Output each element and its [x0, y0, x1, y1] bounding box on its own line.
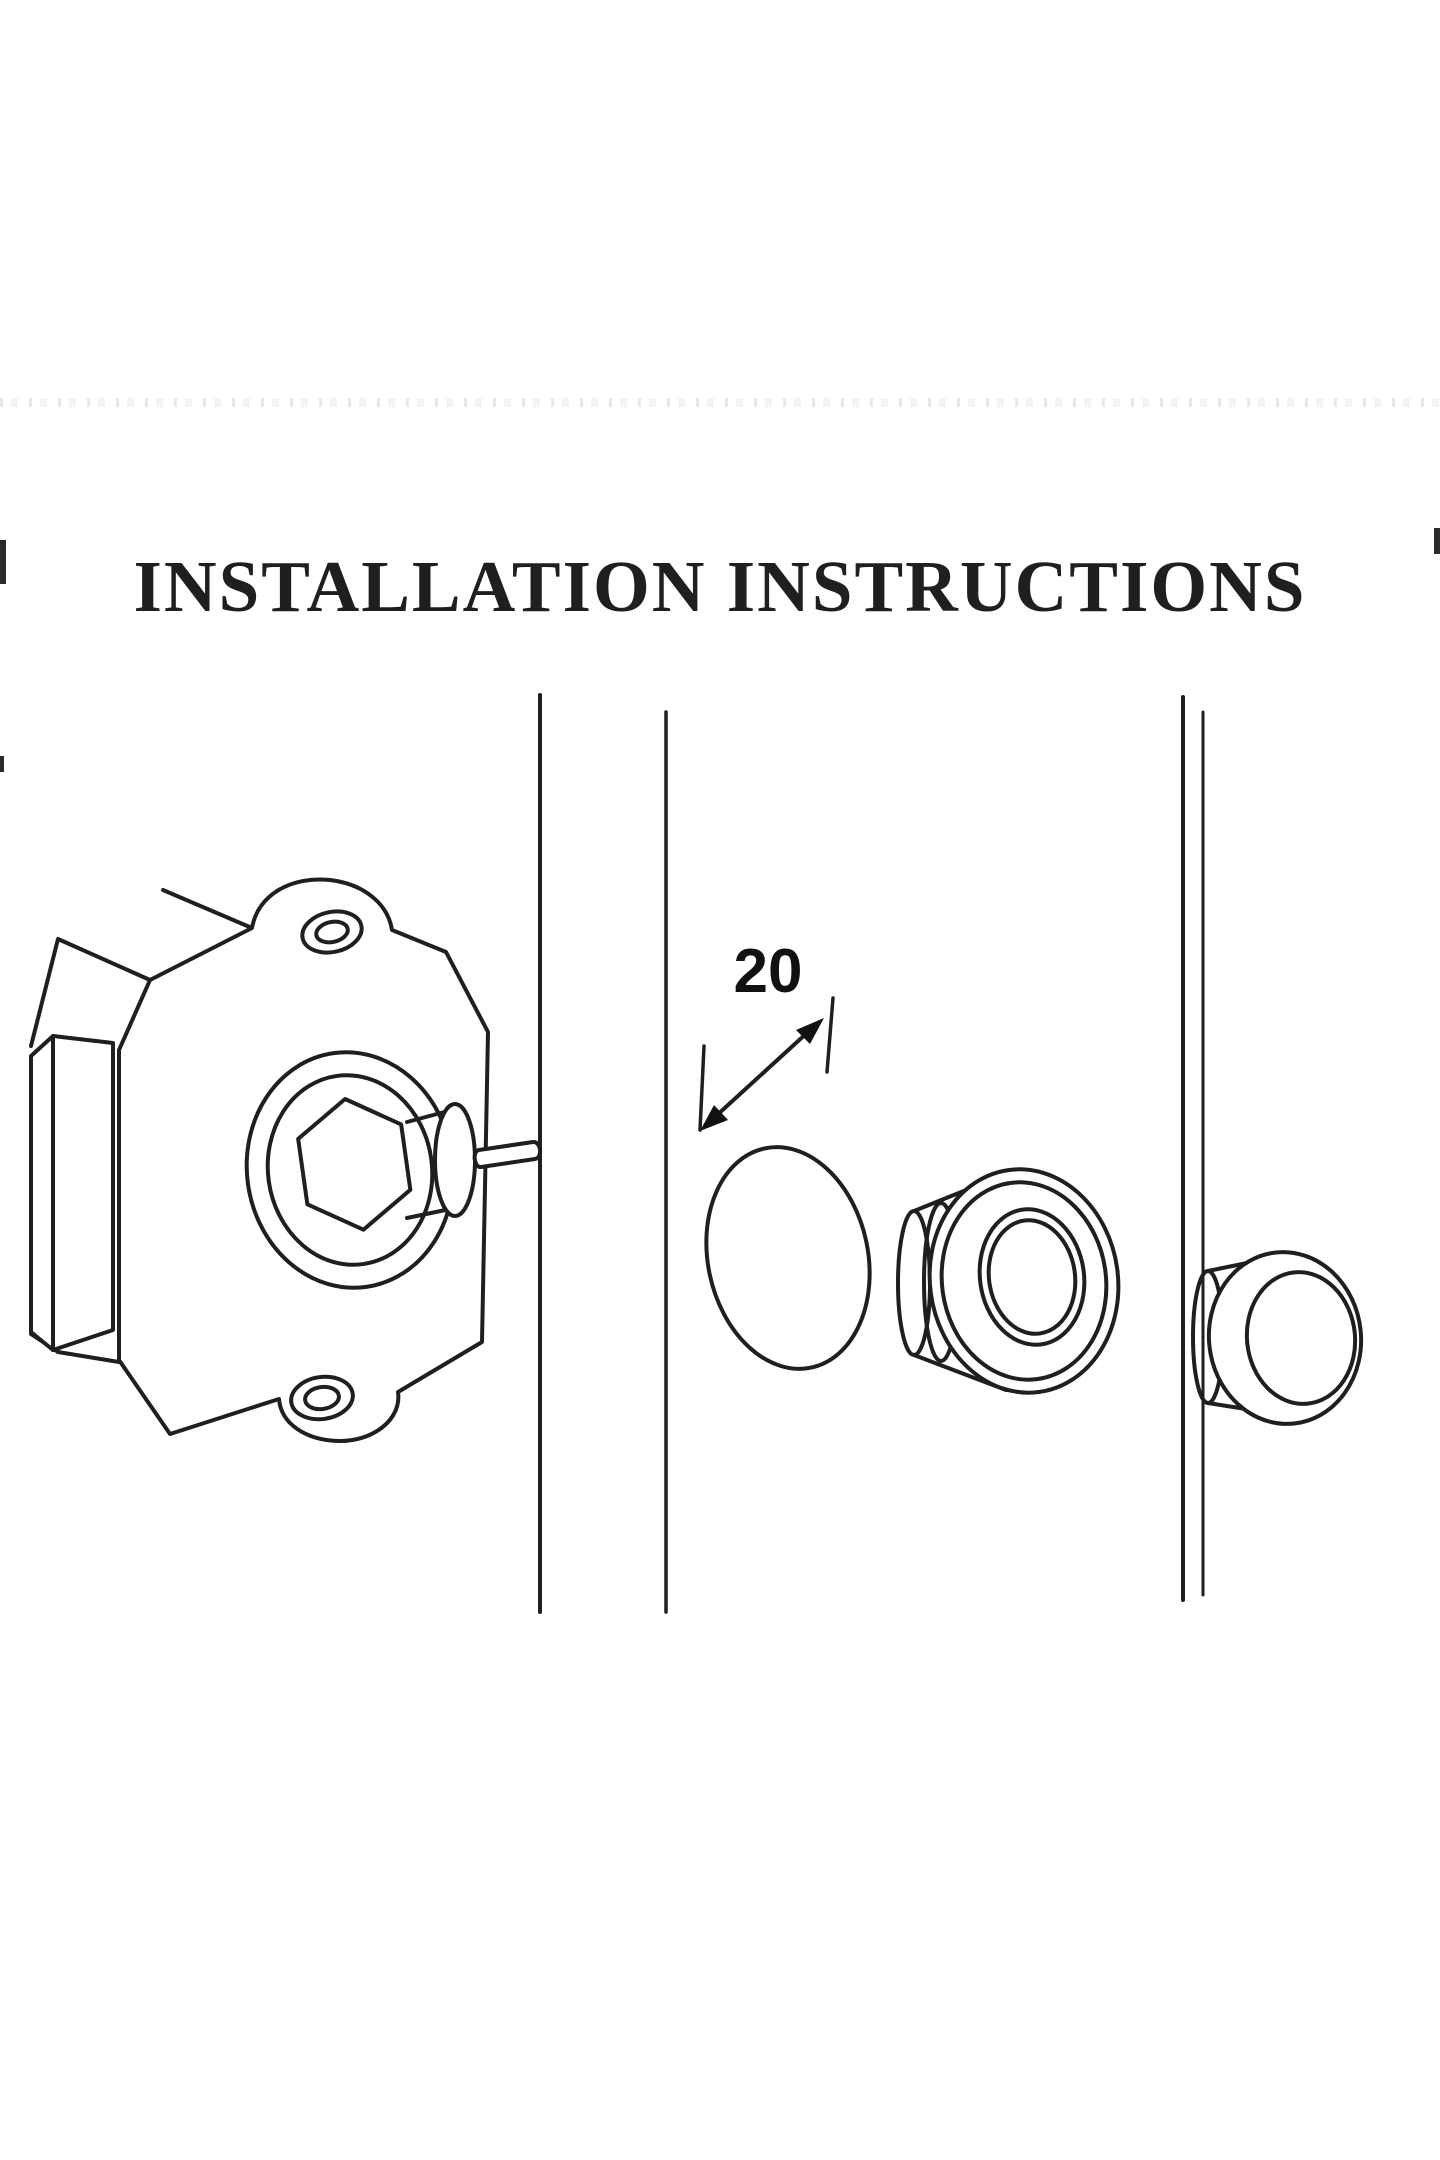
dimension-arrowhead-right — [796, 1018, 824, 1044]
door-edge-lines — [538, 693, 1205, 1614]
dimension-arrowhead-left — [700, 1105, 728, 1131]
dimension-arrow-shaft — [714, 1030, 810, 1118]
knob-front-face — [1244, 1270, 1358, 1406]
latch-button-cylinder — [405, 1102, 477, 1220]
dimension-label: 20 — [734, 937, 803, 1006]
scan-artifact-right-1 — [1434, 528, 1440, 554]
ring-bore-inner — [986, 1218, 1078, 1336]
page-title: INSTALLATION INSTRUCTIONS — [133, 546, 1307, 627]
dimension-callout: 20 — [698, 937, 835, 1132]
knob-dome — [1206, 1250, 1364, 1426]
latch-top-screw-hole — [300, 909, 364, 955]
latch-faceplate — [117, 877, 490, 1444]
ring-flange-rim — [939, 1180, 1109, 1382]
latch-hex-nut — [296, 1096, 413, 1232]
latch-bottom-screw-hole — [289, 1374, 355, 1422]
ring-flange-outer — [927, 1167, 1121, 1395]
ring-bore-outer — [977, 1207, 1087, 1347]
trim-ring-drawing — [896, 1167, 1121, 1395]
push-knob-drawing — [1191, 1250, 1364, 1426]
scan-artifact-band — [0, 398, 1440, 407]
latch-bolt — [29, 1034, 115, 1352]
latch-drawing — [29, 877, 542, 1444]
mounting-hole — [704, 1145, 872, 1371]
scan-artifact-left-1 — [0, 540, 6, 584]
dimension-tick-right — [825, 996, 835, 1074]
dimension-tick-left — [698, 1044, 706, 1132]
scan-artifact-left-2 — [0, 756, 4, 772]
latch-spindle-pin — [472, 1140, 542, 1169]
